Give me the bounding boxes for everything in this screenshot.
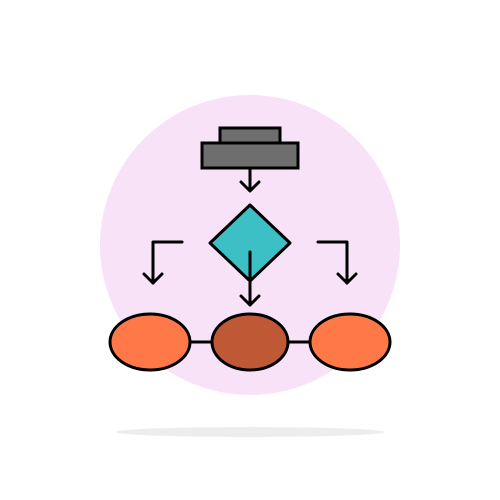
arrow-branch-right-icon	[316, 240, 358, 285]
right-node-ellipse	[308, 312, 392, 372]
start-block-icon	[200, 126, 300, 170]
arrow-down-icon	[239, 167, 261, 193]
arrow-branch-left-icon	[142, 240, 184, 285]
arrow-down-center-icon	[239, 250, 261, 307]
start-block-base	[200, 141, 300, 170]
shadow-ellipse	[116, 427, 384, 437]
left-node-ellipse	[108, 312, 192, 372]
center-node-ellipse	[210, 312, 290, 372]
